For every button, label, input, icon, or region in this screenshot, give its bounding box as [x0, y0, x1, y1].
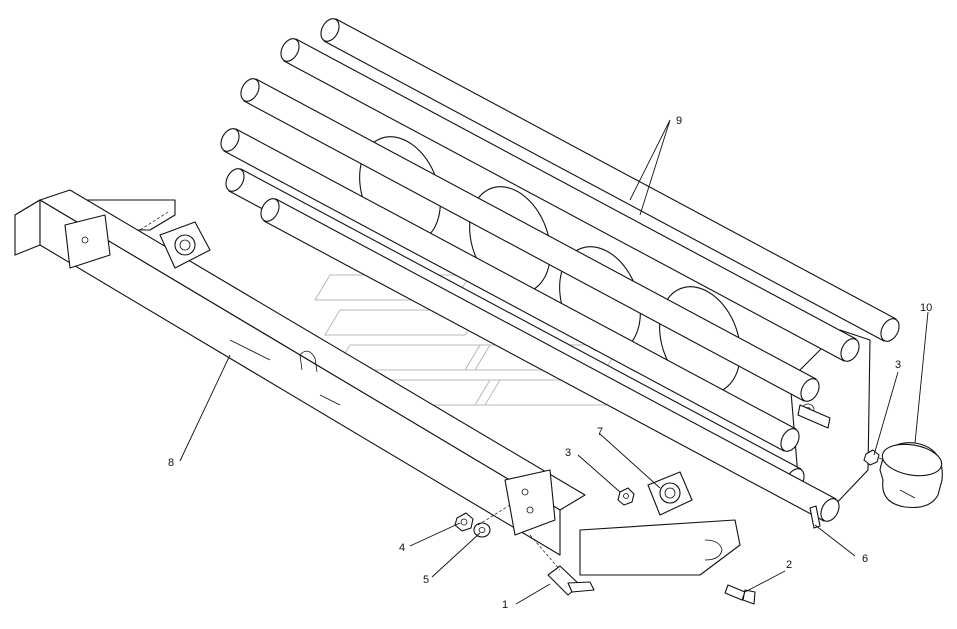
roller-tube-end [800, 378, 820, 402]
bolt-1 [547, 565, 595, 596]
bearing-flange-right [647, 471, 693, 516]
cap-ring-10 [879, 442, 943, 509]
callout-6: 6 [862, 553, 868, 565]
callout-5: 5 [423, 574, 429, 586]
roller-tube-end [880, 318, 900, 342]
callout-7: 7 [597, 426, 603, 438]
nut-3-lower [617, 487, 635, 506]
roller-tube-end [780, 428, 800, 452]
roller-tube-end [320, 18, 340, 42]
callout-9: 9 [676, 115, 682, 127]
roller-tube-end [840, 338, 860, 362]
roller-tube-end [220, 128, 240, 152]
callout-1: 1 [502, 599, 508, 611]
pin-6 [809, 505, 821, 529]
bolt-2 [724, 584, 756, 605]
roller-tube-end [820, 498, 840, 522]
roller-tube-end [225, 168, 245, 192]
leader-lines [179, 119, 929, 605]
nut-4 [454, 512, 474, 532]
roller-tube-end [240, 78, 260, 102]
callout-4: 4 [399, 542, 405, 554]
callout-3-upper: 3 [895, 359, 901, 371]
roller-cage [220, 18, 900, 522]
callout-10: 10 [920, 302, 932, 314]
callout-8: 8 [168, 457, 174, 469]
washer-5 [473, 522, 491, 538]
roller-tube-end [280, 38, 300, 62]
callout-2: 2 [786, 559, 792, 571]
callout-3-lower: 3 [565, 447, 571, 459]
roller-tube-end [260, 198, 280, 222]
frame-beam [14, 189, 741, 576]
bearing-flange-left [159, 221, 211, 269]
callout-labels: 1 2 3 3 4 5 6 7 8 9 10 [168, 115, 932, 611]
